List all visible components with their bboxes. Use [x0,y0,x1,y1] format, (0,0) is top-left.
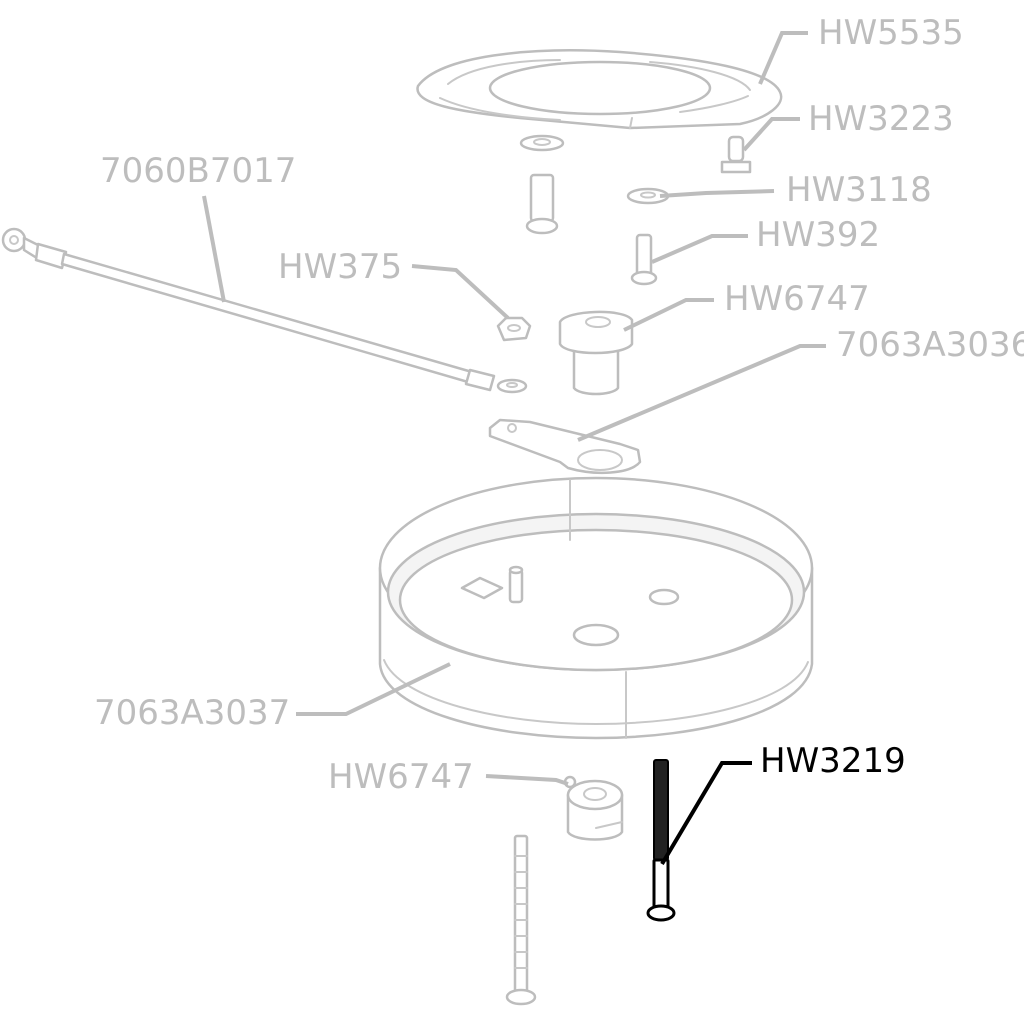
part-hw3223-bolt[interactable] [720,135,752,174]
part-hw5535-mounting-plate[interactable] [416,49,783,130]
label-hw3118: HW3118 [786,170,932,210]
part-7063a3036-bracket[interactable] [488,418,642,474]
leader-hw6747-bottom [485,774,569,786]
leader-hw3118 [659,189,775,198]
part-hw375-nut[interactable] [496,316,532,342]
leader-hw3219 [660,761,752,866]
label-7063a3036: 7063A3036 [836,325,1024,365]
label-hw392: HW392 [756,215,880,255]
part-7060b7017-ground-wire[interactable] [1,227,528,394]
label-7063a3037: 7063A3037 [94,693,290,733]
leader-7063a3037 [296,662,451,716]
part-long-bolt[interactable] [505,834,537,1006]
label-hw6747-bottom: HW6747 [328,757,474,797]
part-hw6747-bushing-top[interactable] [558,310,634,396]
label-hw3219[interactable]: HW3219 [760,741,906,781]
label-hw6747-top: HW6747 [724,279,870,319]
leader-hw3223 [742,117,800,152]
label-hw375: HW375 [278,247,402,287]
part-hw3219-bolt-highlighted[interactable] [646,759,676,922]
leader-7063a3036 [577,344,826,442]
leader-hw375 [411,264,510,320]
part-hw6747-bushing-bottom[interactable] [563,775,624,841]
label-hw3223: HW3223 [808,99,954,139]
part-spacer-post[interactable] [525,173,559,235]
part-hw392-screw[interactable] [630,233,658,286]
label-hw5535: HW5535 [818,13,964,53]
leader-7060b7017 [202,195,226,303]
leader-hw5535 [758,31,808,85]
part-7063a3037-base-pan[interactable] [378,476,814,740]
label-7060b7017: 7060B7017 [100,151,296,191]
leader-hw392 [651,234,748,264]
leader-hw6747-top [623,298,714,332]
part-washer-top[interactable] [519,134,565,152]
